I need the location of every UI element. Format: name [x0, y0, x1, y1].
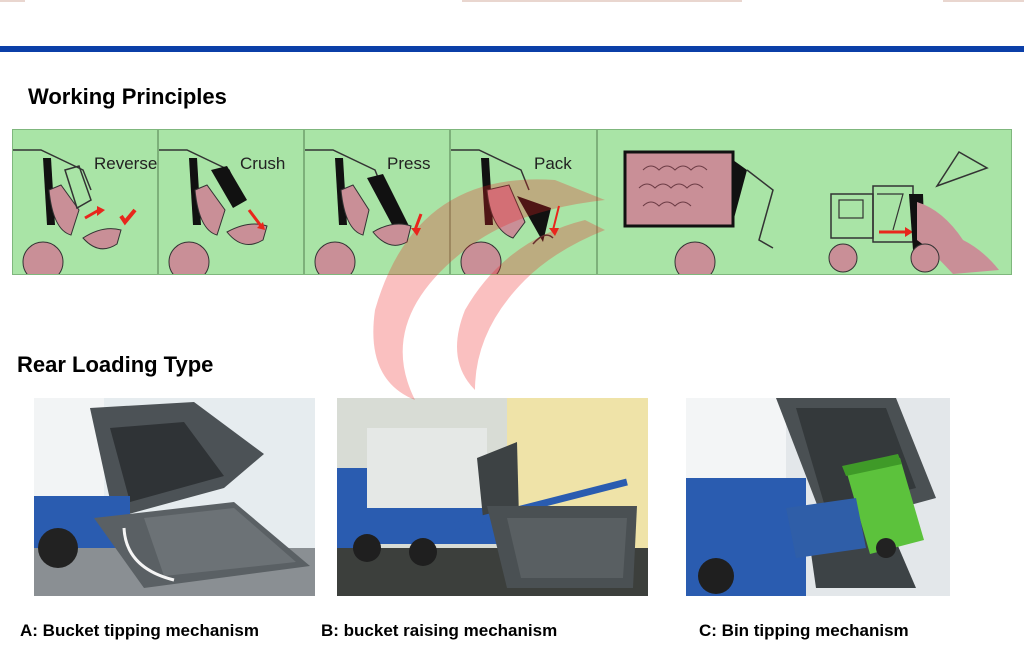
- rear-loading-type-heading: Rear Loading Type: [17, 352, 214, 377]
- photo-bucket-tipping: [34, 398, 315, 596]
- stage-label-crush: Crush: [240, 154, 286, 173]
- photo-bin-tipping: [686, 398, 950, 596]
- caption-bucket-raising: B: bucket raising mechanism: [321, 621, 558, 640]
- caption-bin-tipping: C: Bin tipping mechanism: [699, 621, 909, 640]
- stage-unload-drawing: [623, 150, 999, 274]
- stage-label-press: Press: [387, 154, 431, 173]
- top-decor-right: [943, 0, 1024, 2]
- top-decor-left: [0, 0, 25, 2]
- working-principles-heading: Working Principles: [28, 84, 227, 109]
- caption-bucket-tipping: A: Bucket tipping mechanism: [20, 621, 259, 640]
- photo-bucket-raising: [337, 398, 648, 596]
- diagram-illustration: [13, 130, 999, 274]
- stage-label-pack: Pack: [534, 154, 572, 173]
- top-decor-mid: [462, 0, 742, 2]
- stage-label-reverse: Reverse: [94, 154, 158, 173]
- stage-pack-drawing: [451, 149, 560, 274]
- stage-crush-drawing: [159, 149, 268, 274]
- working-principles-diagram: Reverse Crush Press Pack: [12, 129, 1012, 275]
- stage-press-drawing: [305, 149, 423, 274]
- stage-reverse-drawing: [13, 149, 137, 274]
- header-rule: [0, 46, 1024, 52]
